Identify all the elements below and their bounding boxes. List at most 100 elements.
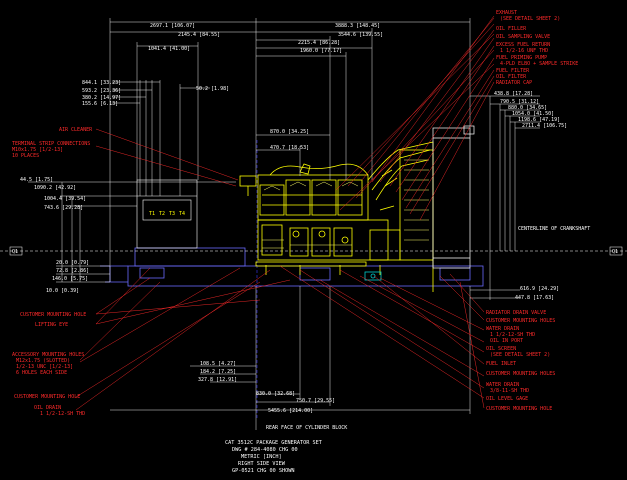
dim-label: 790.5 [31.12] (500, 99, 539, 105)
callout-water-drain-2-thread: 3/8-11-SH THD (490, 388, 529, 394)
callout-oil-screen: OIL SCREEN (486, 346, 516, 352)
title-line-2: DWG # 284-4080 CHG 00 (232, 447, 298, 453)
dim-label: 844.1 [33.23] (82, 80, 121, 86)
dim-label: 146.0 [5.75] (52, 276, 88, 282)
dim-label: 2697.1 [106.07] (150, 23, 195, 29)
callout-oil-filter: OIL FILTER (496, 74, 527, 80)
title-line-1: CAT 3512C PACKAGE GENERATOR SET (225, 440, 322, 446)
dim-label: 3544.6 [139.55] (338, 32, 383, 38)
centerline-label: CENTERLINE OF CRANKSHAFT (518, 226, 590, 232)
engine-details (262, 159, 429, 249)
callout-terminal-thread: M10x1.75 [1/2-13] (12, 147, 63, 153)
dim-label: 44.5 [1.75] (20, 177, 53, 183)
dim-label: 155.6 [6.13] (82, 101, 118, 107)
title-line-5: GP-0521 CHG 00 SHOWN (232, 468, 294, 474)
callout-customer-mounting-hole: CUSTOMER MOUNTING HOLE (486, 406, 552, 412)
dim-label: 438.8 [17.28] (494, 91, 533, 97)
turbo-label-4: T4 (179, 211, 185, 217)
callout-radiator-drain: RADIATOR DRAIN VALVE (486, 310, 546, 316)
right-bottom-callouts: RADIATOR DRAIN VALVE CUSTOMER MOUNTING H… (486, 310, 555, 412)
dim-label: 616.9 [24.29] (520, 286, 559, 292)
dim-label: 2215.4 [86.28] (298, 40, 340, 46)
dim-label: 880.0 [34.65] (508, 105, 547, 111)
callout-oil-sampling: OIL SAMPLING VALVE (496, 34, 550, 40)
callout-exhaust: EXHAUST (496, 10, 517, 16)
dim-label: 380.2 [14.97] (82, 95, 121, 101)
dim-label: 108.5 [4.27] (200, 361, 236, 367)
dim-label: 1041.4 [41.00] (148, 46, 190, 52)
callout-accessory-thread: 1/2-13 UNC [1/2-13] (16, 364, 73, 370)
dim-label: 870.0 [34.25] (270, 129, 309, 135)
callout-radiator-cap: RADIATOR CAP (496, 80, 532, 86)
turbo-labels: T1 T2 T3 T4 (149, 211, 185, 217)
callout-fuel-inlet: FUEL INLET (486, 361, 516, 367)
callout-oil-screen-detail: (SEE DETAIL SHEET 2) (490, 352, 550, 358)
reference-lines (0, 140, 627, 420)
callout-oil-drain-thread: 1 1/2-12-SH THD (40, 411, 85, 417)
callout-water-drain-1-thread: 1 1/2-12-SH THD (490, 332, 535, 338)
svg-text:Q1: Q1 (12, 249, 18, 255)
callout-fuel-priming-detail: 4-PLD ELBO + SAMPLE STRIKE (500, 61, 578, 67)
fuel-connector (364, 271, 382, 281)
callout-accessory-slot: M12x1.75 (SLOTTED) (16, 358, 70, 364)
section-marker-left: Q1 (9, 246, 23, 256)
dim-label: 1090.2 [42.92] (34, 185, 76, 191)
callout-accessory-holes: ACCESSORY MOUNTING HOLES (12, 352, 84, 358)
callout-exhaust-detail: (SEE DETAIL SHEET 2) (500, 16, 560, 22)
callout-water-drain-1: WATER DRAIN (486, 326, 519, 332)
dim-label: 5455.6 [214.00] (268, 408, 313, 414)
engine-body (239, 141, 434, 292)
svg-text:Q1: Q1 (612, 249, 618, 255)
callout-oil-in-port: OIL IN PORT (490, 338, 523, 344)
dimension-lines (28, 18, 540, 430)
dim-label: 447.8 [17.63] (515, 295, 554, 301)
rear-face-label: REAR FACE OF CYLINDER BLOCK (266, 425, 347, 431)
dim-label: 1004.4 [39.54] (44, 196, 86, 202)
callout-fuel-priming: FUEL PRIMING PUMP (496, 55, 547, 61)
callout-customer-mounting-2: CUSTOMER MOUNTING HOLE (14, 394, 80, 400)
callout-customer-mounting-holes-2: CUSTOMER MOUNTING HOLES (486, 371, 555, 377)
turbo-label-2: T2 (159, 211, 165, 217)
dim-label: 1054.0 [41.50] (512, 111, 554, 117)
base-frame (100, 247, 484, 287)
dim-label: 10.0 [0.39] (46, 288, 79, 294)
callout-accessory-count: 6 HOLES EACH SIDE (16, 370, 67, 376)
dimension-labels: 2697.1 [106.07] 3888.3 [148.45] 2145.4 [… (20, 23, 590, 431)
turbo-label-1: T1 (149, 211, 155, 217)
callout-air-cleaner: AIR CLEANER (59, 127, 93, 133)
callout-water-drain-2: WATER DRAIN (486, 382, 519, 388)
dim-label: 750.7 [29.55] (296, 398, 335, 404)
callout-lifting-eye: LIFTING EYE (35, 322, 68, 328)
callout-excess-fuel-thread: 1 1/2-16 UNF THD (500, 48, 548, 54)
section-marker-right: Q1 (609, 246, 623, 256)
dim-label: 830.0 [32.68] (256, 391, 295, 397)
callout-oil-drain: OIL DRAIN (34, 405, 61, 411)
dim-label: 327.8 [12.91] (198, 377, 237, 383)
dim-label: 20.0 [0.79] (56, 260, 89, 266)
dim-label: 72.8 [2.86] (56, 268, 89, 274)
callout-leaders (75, 15, 495, 411)
callout-oil-filler: OIL FILLER (496, 26, 527, 32)
callout-fuel-filter: FUEL FILTER (496, 68, 530, 74)
dim-label: 470.7 [18.53] (270, 145, 309, 151)
air-cleaner-box (136, 179, 198, 249)
dim-label: 2145.4 [84.55] (178, 32, 220, 38)
dim-label: 743.6 [29.28] (44, 205, 83, 211)
callout-excess-fuel: EXCESS FUEL RETURN (496, 42, 550, 48)
title-line-3: METRIC [INCH] (241, 454, 282, 460)
callout-oil-level-gage: OIL LEVEL GAGE (486, 396, 528, 402)
callout-terminal-strip: TERMINAL STRIP CONNECTIONS (12, 141, 90, 147)
dim-label: 3888.3 [148.45] (335, 23, 380, 29)
dim-label: 184.2 [7.25] (200, 369, 236, 375)
callout-customer-mounting-holes: CUSTOMER MOUNTING HOLES (486, 318, 555, 324)
callout-customer-mounting-1: CUSTOMER MOUNTING HOLE (20, 312, 86, 318)
left-callouts: AIR CLEANER TERMINAL STRIP CONNECTIONS M… (12, 127, 93, 417)
right-top-callouts: EXHAUST (SEE DETAIL SHEET 2) OIL FILLER … (496, 10, 578, 86)
radiator (432, 125, 475, 269)
title-block: CAT 3512C PACKAGE GENERATOR SET DWG # 28… (225, 440, 322, 474)
title-line-4: RIGHT SIDE VIEW (238, 461, 286, 467)
turbo-label-3: T3 (169, 211, 175, 217)
dim-label: 1198.6 [47.19] (518, 117, 560, 123)
